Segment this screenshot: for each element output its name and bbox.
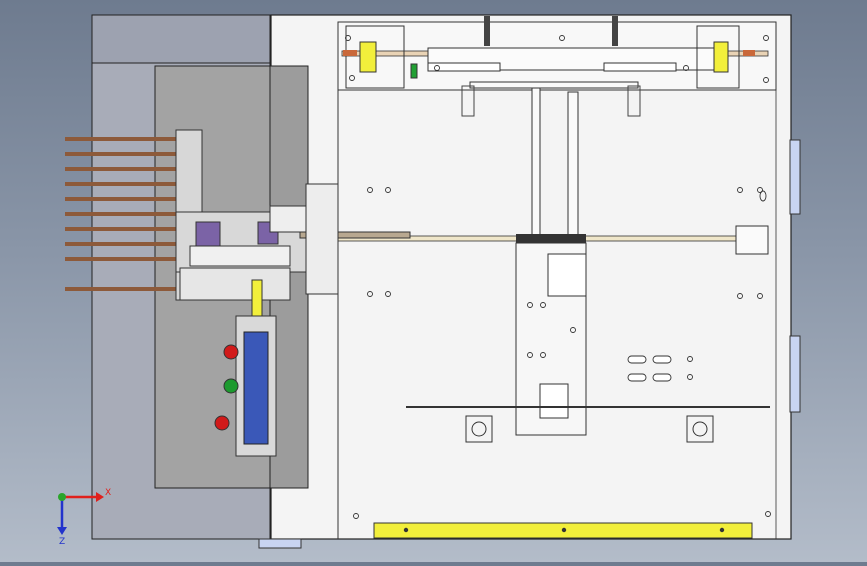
frame-left-top xyxy=(91,14,271,64)
axis-z-label: Z xyxy=(59,537,65,547)
button-red-top[interactable] xyxy=(223,344,239,360)
side-tab-lower xyxy=(789,335,801,413)
yellow-end-block-left xyxy=(359,41,377,73)
purple-actuator xyxy=(195,221,221,247)
button-green[interactable] xyxy=(223,378,239,394)
bottom-tab xyxy=(258,538,302,549)
motor-mounts xyxy=(465,415,714,443)
yellow-end-block-right xyxy=(713,41,729,73)
feed-rods xyxy=(65,137,181,291)
side-tab-upper xyxy=(789,139,801,215)
vertical-column xyxy=(531,83,541,237)
mounting-holes xyxy=(345,35,771,519)
lcd-display xyxy=(243,331,269,445)
green-sensor xyxy=(410,63,418,79)
button-red-bottom[interactable] xyxy=(214,415,230,431)
coordinate-triad: X Z xyxy=(57,488,111,547)
axis-x-label: X xyxy=(105,488,111,498)
